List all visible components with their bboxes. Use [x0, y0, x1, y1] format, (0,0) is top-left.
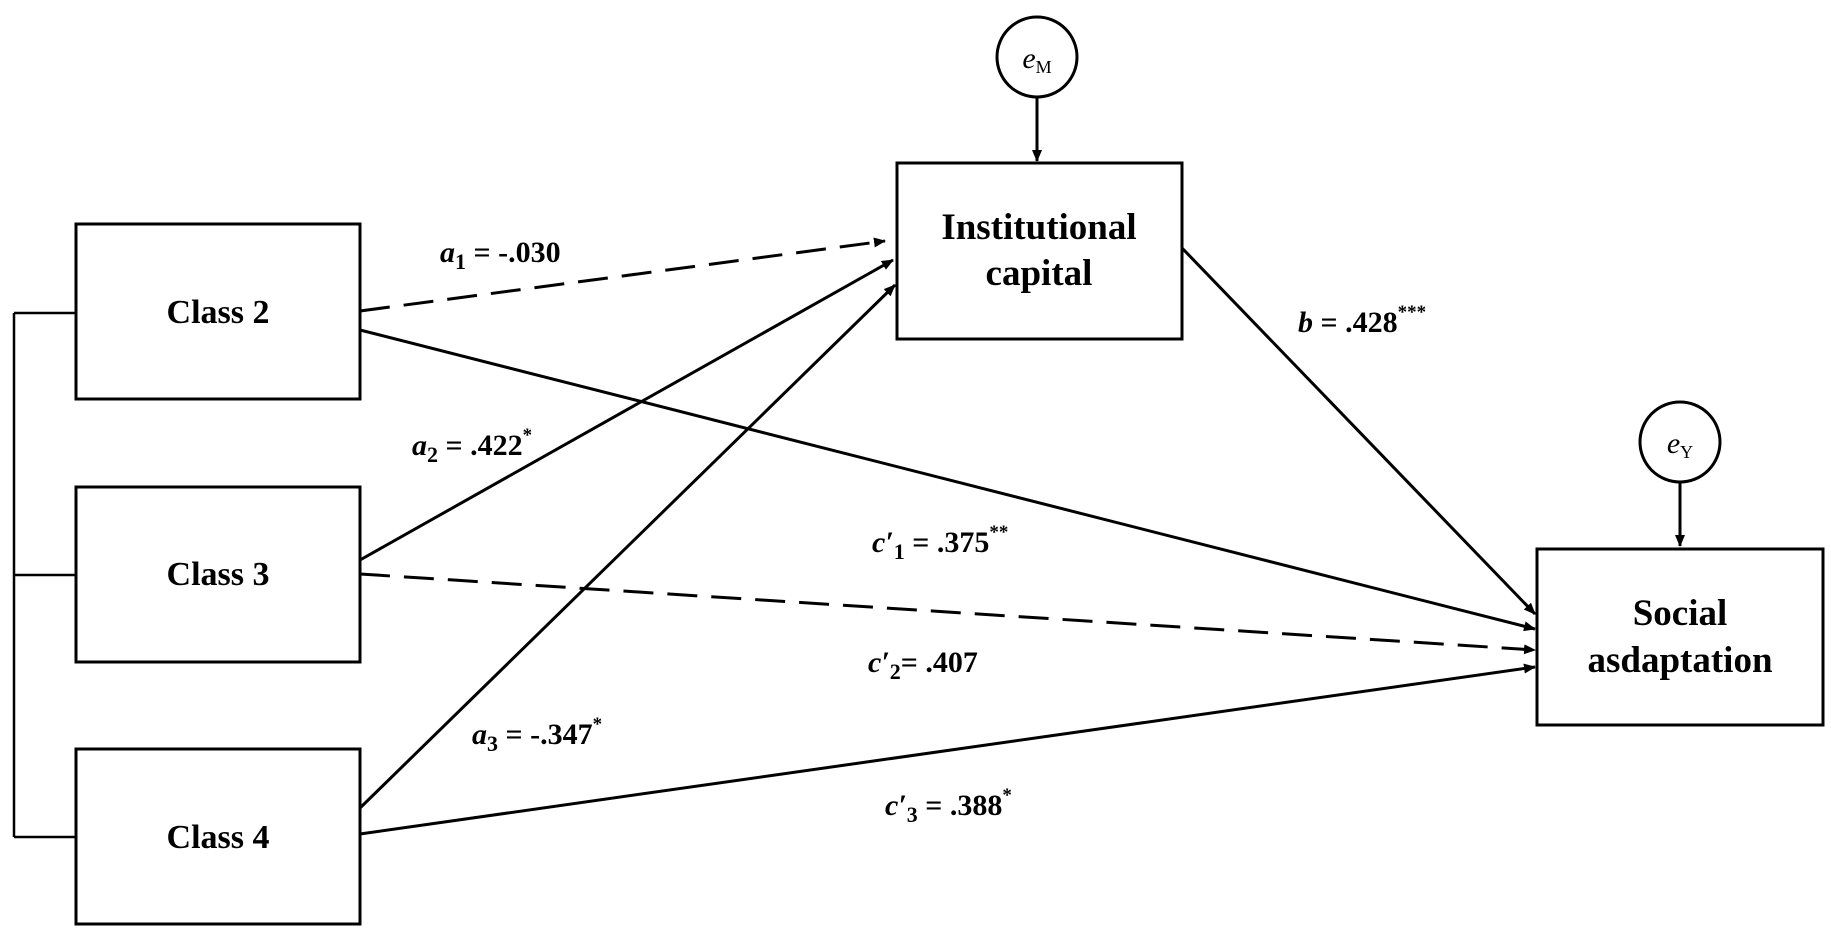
label-c2: c′2= .407	[868, 646, 978, 684]
svg-text:Class 2: Class 2	[167, 294, 270, 331]
svg-text:asdaptation: asdaptation	[1587, 640, 1772, 681]
node-class-3: Class 3	[74, 485, 362, 664]
edge-a3	[358, 283, 897, 810]
label-a1: a1 = -.030	[440, 236, 561, 274]
node-class-4: Class 4	[74, 747, 362, 926]
edge-a2	[359, 258, 894, 562]
class-grouping-bracket	[12, 311, 76, 839]
label-a3: a3 = -.347*	[472, 714, 602, 756]
node-class-2: Class 2	[74, 222, 362, 401]
error-term-y: eY	[1638, 400, 1722, 484]
svg-text:eM: eM	[1022, 42, 1051, 77]
edge-b	[1180, 246, 1537, 616]
label-c3: c′3 = .388*	[885, 785, 1012, 827]
edge-c2	[359, 572, 1536, 655]
node-institutional-capital: Institutional capital	[895, 161, 1184, 341]
edge-a1	[359, 237, 886, 313]
edge-c1	[359, 328, 1536, 632]
node-social-adaptation: Social asdaptation	[1535, 547, 1825, 727]
svg-text:Institutional: Institutional	[941, 207, 1136, 248]
label-c1: c′1 = .375**	[872, 522, 1008, 564]
label-b: b = .428***	[1298, 302, 1426, 339]
svg-text:eY: eY	[1667, 427, 1693, 462]
svg-text:Social: Social	[1633, 593, 1728, 634]
svg-text:capital: capital	[986, 253, 1093, 294]
edge-c3	[359, 663, 1536, 836]
svg-text:Class 4: Class 4	[167, 819, 270, 856]
label-a2: a2 = .422*	[412, 425, 532, 467]
svg-text:Class 3: Class 3	[167, 556, 270, 593]
error-term-m: eM	[995, 15, 1079, 99]
